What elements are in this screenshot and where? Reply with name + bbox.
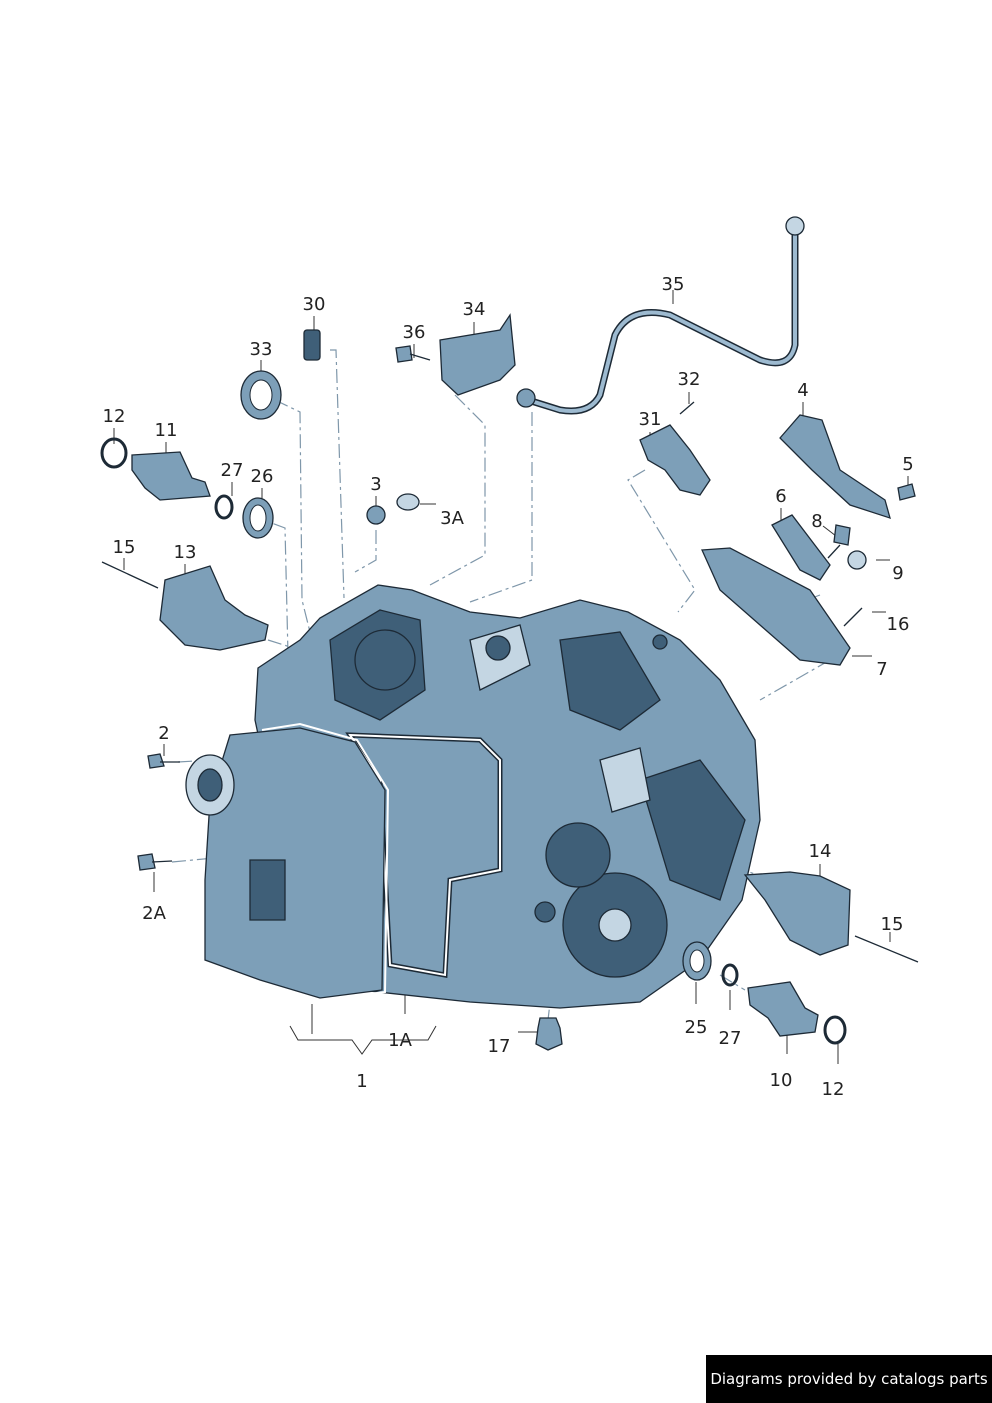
callout-16: 16 — [886, 614, 910, 635]
callout-36: 36 — [402, 322, 426, 343]
callout-11: 11 — [154, 420, 178, 441]
callout-10: 10 — [769, 1070, 793, 1091]
callout-3A: 3A — [440, 508, 464, 529]
callout-33: 33 — [249, 339, 273, 360]
attribution-footer: Diagrams provided by catalogs parts — [706, 1355, 992, 1403]
pipe — [516, 216, 805, 415]
callout-2A: 2A — [142, 903, 166, 924]
callout-7: 7 — [876, 659, 888, 680]
callout-25: 25 — [684, 1017, 708, 1038]
callout-30: 30 — [302, 294, 326, 315]
callout-2: 2 — [158, 723, 170, 744]
callout-8: 8 — [811, 511, 823, 532]
callout-12-upper: 12 — [102, 406, 126, 427]
callout-27-lower: 27 — [718, 1028, 742, 1049]
callout-3: 3 — [370, 474, 382, 495]
callout-1A: 1A — [388, 1030, 412, 1051]
callout-4: 4 — [797, 380, 809, 401]
small-parts — [100, 313, 919, 1051]
callout-15-upper: 15 — [112, 537, 136, 558]
callout-9: 9 — [892, 563, 904, 584]
callout-35: 35 — [661, 274, 685, 295]
cover-housing — [185, 722, 390, 1001]
callout-6: 6 — [775, 486, 787, 507]
callout-31: 31 — [638, 409, 662, 430]
callout-14: 14 — [808, 841, 832, 862]
callout-13: 13 — [173, 542, 197, 563]
callout-12-lower: 12 — [821, 1079, 845, 1100]
callout-15-lower: 15 — [880, 914, 904, 935]
callout-32: 32 — [677, 369, 701, 390]
callout-1: 1 — [356, 1071, 368, 1092]
callout-27-upper: 27 — [220, 460, 244, 481]
callout-5: 5 — [902, 454, 914, 475]
callout-17: 17 — [487, 1036, 511, 1057]
callout-26: 26 — [250, 466, 274, 487]
callout-34: 34 — [462, 299, 486, 320]
